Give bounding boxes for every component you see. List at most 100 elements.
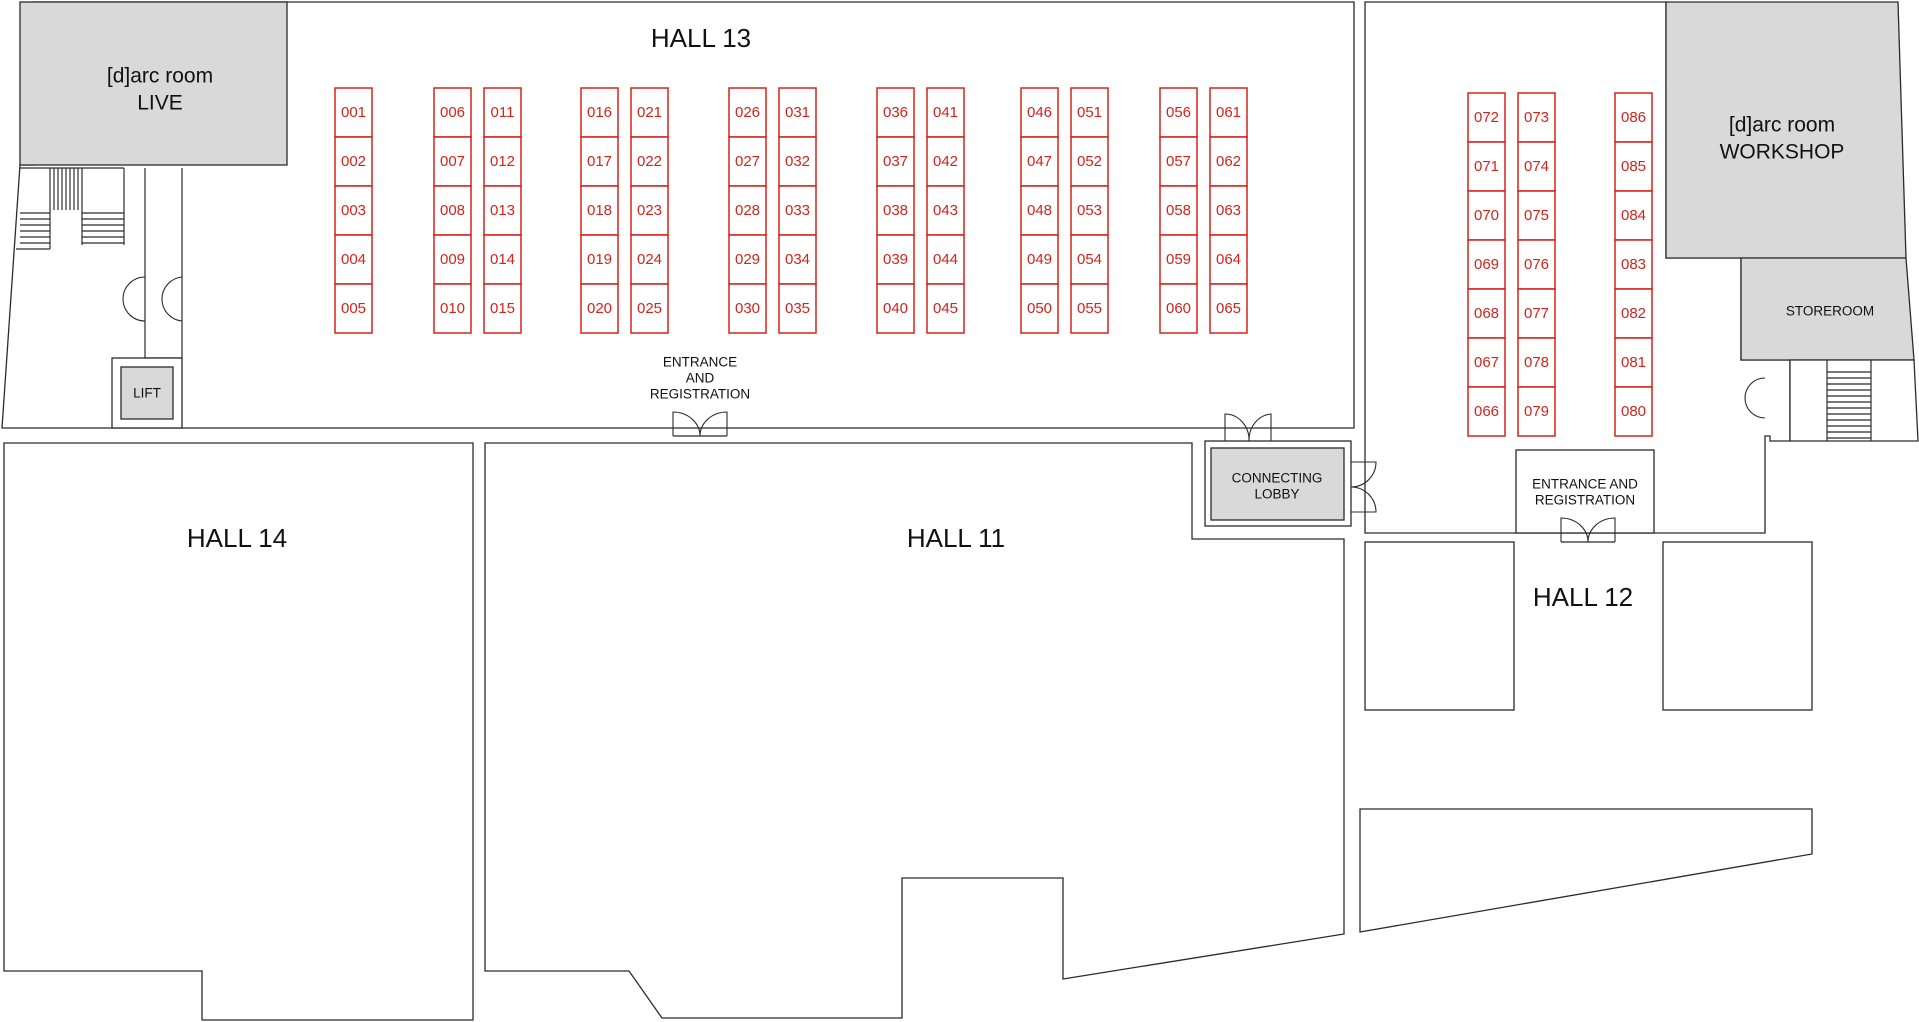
booth-018[interactable]: 018 xyxy=(580,185,619,236)
booth-010[interactable]: 010 xyxy=(433,283,472,334)
booth-033[interactable]: 033 xyxy=(778,185,817,236)
booth-002[interactable]: 002 xyxy=(334,136,373,187)
booth-004[interactable]: 004 xyxy=(334,234,373,285)
connecting-lobby-door-top[interactable] xyxy=(1224,413,1272,442)
booth-box[interactable] xyxy=(1209,136,1248,187)
booth-box[interactable] xyxy=(630,234,669,285)
booth-026[interactable]: 026 xyxy=(728,87,767,138)
connecting-lobby-door-right[interactable] xyxy=(1350,461,1377,513)
booth-box[interactable] xyxy=(778,185,817,236)
booth-051[interactable]: 051 xyxy=(1070,87,1109,138)
booth-box[interactable] xyxy=(1614,386,1653,437)
booth-box[interactable] xyxy=(630,87,669,138)
booth-081[interactable]: 081 xyxy=(1614,337,1653,388)
booth-box[interactable] xyxy=(778,234,817,285)
booth-039[interactable]: 039 xyxy=(876,234,915,285)
booth-box[interactable] xyxy=(926,87,965,138)
booth-012[interactable]: 012 xyxy=(483,136,522,187)
booth-034[interactable]: 034 xyxy=(778,234,817,285)
booth-043[interactable]: 043 xyxy=(926,185,965,236)
booth-049[interactable]: 049 xyxy=(1020,234,1059,285)
booth-box[interactable] xyxy=(1020,234,1059,285)
booth-box[interactable] xyxy=(1020,87,1059,138)
booth-box[interactable] xyxy=(1517,141,1556,192)
booth-box[interactable] xyxy=(1614,190,1653,241)
booth-003[interactable]: 003 xyxy=(334,185,373,236)
booth-011[interactable]: 011 xyxy=(483,87,522,138)
booth-box[interactable] xyxy=(778,283,817,334)
booth-085[interactable]: 085 xyxy=(1614,141,1653,192)
booth-020[interactable]: 020 xyxy=(580,283,619,334)
booth-008[interactable]: 008 xyxy=(433,185,472,236)
booth-box[interactable] xyxy=(580,185,619,236)
booth-067[interactable]: 067 xyxy=(1467,337,1506,388)
booth-box[interactable] xyxy=(1467,337,1506,388)
booth-box[interactable] xyxy=(876,136,915,187)
booth-box[interactable] xyxy=(728,283,767,334)
booth-box[interactable] xyxy=(483,136,522,187)
booth-072[interactable]: 072 xyxy=(1467,92,1506,143)
booth-065[interactable]: 065 xyxy=(1209,283,1248,334)
booth-box[interactable] xyxy=(1467,92,1506,143)
double-door-staircase[interactable] xyxy=(1744,377,1766,419)
booth-068[interactable]: 068 xyxy=(1467,288,1506,339)
booth-055[interactable]: 055 xyxy=(1070,283,1109,334)
booth-045[interactable]: 045 xyxy=(926,283,965,334)
booth-box[interactable] xyxy=(580,283,619,334)
booth-box[interactable] xyxy=(1517,239,1556,290)
booth-082[interactable]: 082 xyxy=(1614,288,1653,339)
booth-box[interactable] xyxy=(1467,141,1506,192)
booth-078[interactable]: 078 xyxy=(1517,337,1556,388)
connecting-lobby-room[interactable] xyxy=(1210,447,1345,521)
booth-009[interactable]: 009 xyxy=(433,234,472,285)
booth-box[interactable] xyxy=(1517,386,1556,437)
booth-048[interactable]: 048 xyxy=(1020,185,1059,236)
booth-047[interactable]: 047 xyxy=(1020,136,1059,187)
booth-box[interactable] xyxy=(483,283,522,334)
booth-box[interactable] xyxy=(728,136,767,187)
booth-077[interactable]: 077 xyxy=(1517,288,1556,339)
booth-066[interactable]: 066 xyxy=(1467,386,1506,437)
booth-037[interactable]: 037 xyxy=(876,136,915,187)
booth-059[interactable]: 059 xyxy=(1159,234,1198,285)
booth-063[interactable]: 063 xyxy=(1209,185,1248,236)
booth-box[interactable] xyxy=(1467,190,1506,241)
booth-box[interactable] xyxy=(334,185,373,236)
booth-box[interactable] xyxy=(433,234,472,285)
booth-064[interactable]: 064 xyxy=(1209,234,1248,285)
booth-box[interactable] xyxy=(728,234,767,285)
booth-031[interactable]: 031 xyxy=(778,87,817,138)
booth-013[interactable]: 013 xyxy=(483,185,522,236)
booth-028[interactable]: 028 xyxy=(728,185,767,236)
booth-022[interactable]: 022 xyxy=(630,136,669,187)
booth-box[interactable] xyxy=(580,87,619,138)
entrance-hall12-door[interactable] xyxy=(1560,517,1616,543)
booth-016[interactable]: 016 xyxy=(580,87,619,138)
booth-box[interactable] xyxy=(1159,87,1198,138)
booth-box[interactable] xyxy=(1070,234,1109,285)
booth-box[interactable] xyxy=(334,87,373,138)
booth-box[interactable] xyxy=(926,185,965,236)
booth-box[interactable] xyxy=(1517,92,1556,143)
booth-box[interactable] xyxy=(1517,288,1556,339)
booth-053[interactable]: 053 xyxy=(1070,185,1109,236)
booth-box[interactable] xyxy=(1020,283,1059,334)
booth-box[interactable] xyxy=(483,234,522,285)
lift[interactable] xyxy=(120,366,174,420)
booth-058[interactable]: 058 xyxy=(1159,185,1198,236)
booth-box[interactable] xyxy=(926,136,965,187)
booth-box[interactable] xyxy=(580,136,619,187)
booth-box[interactable] xyxy=(1614,92,1653,143)
booth-075[interactable]: 075 xyxy=(1517,190,1556,241)
booth-box[interactable] xyxy=(580,234,619,285)
booth-014[interactable]: 014 xyxy=(483,234,522,285)
booth-044[interactable]: 044 xyxy=(926,234,965,285)
booth-box[interactable] xyxy=(630,185,669,236)
booth-box[interactable] xyxy=(1159,234,1198,285)
booth-083[interactable]: 083 xyxy=(1614,239,1653,290)
booth-035[interactable]: 035 xyxy=(778,283,817,334)
booth-box[interactable] xyxy=(630,283,669,334)
booth-box[interactable] xyxy=(1020,136,1059,187)
booth-007[interactable]: 007 xyxy=(433,136,472,187)
booth-box[interactable] xyxy=(1070,185,1109,236)
